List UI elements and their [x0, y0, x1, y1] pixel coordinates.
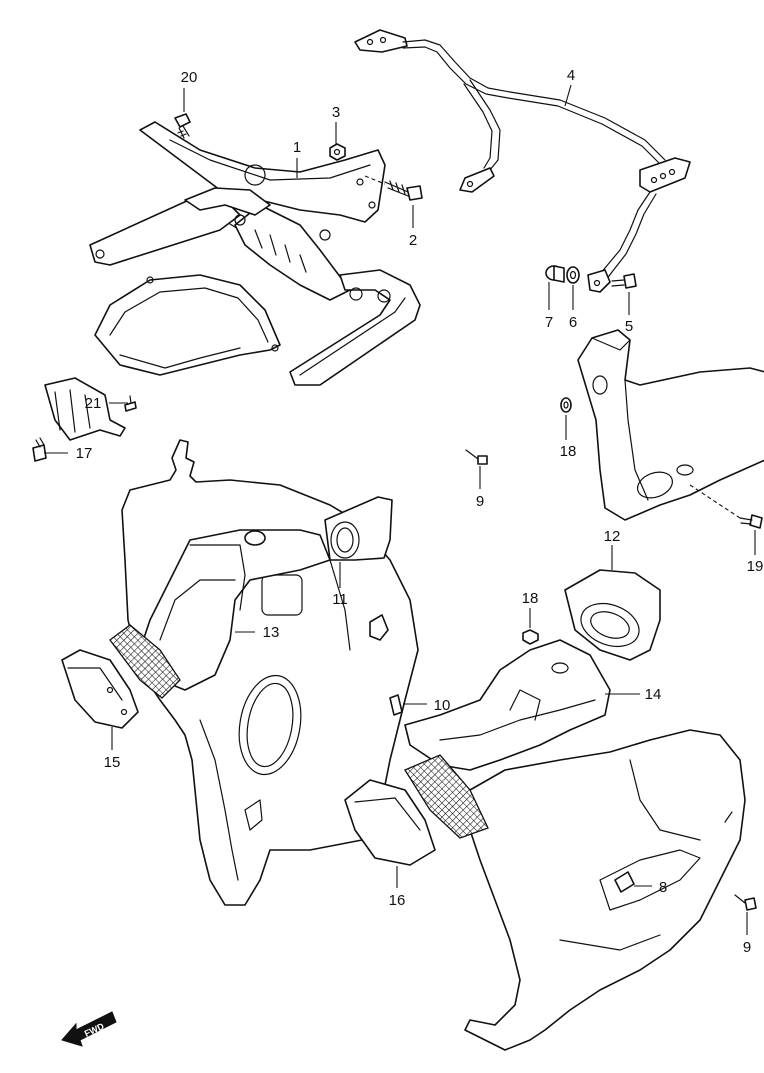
- callout-21: 21: [85, 395, 102, 412]
- collar-part-7: [545, 265, 565, 283]
- callout-9-lower: 9: [743, 939, 751, 956]
- bolt-part-17: [32, 437, 47, 462]
- intake-boot-part-11: [324, 496, 393, 561]
- bracket-part-1: [89, 121, 421, 386]
- bolt-part-20: [174, 113, 191, 139]
- bracket-cover-panel: [94, 274, 281, 376]
- callout-14: 14: [645, 686, 662, 703]
- callout-13: 13: [263, 624, 280, 641]
- callout-2: 2: [409, 232, 417, 249]
- callout-16: 16: [389, 892, 406, 909]
- callout-20: 20: [181, 69, 198, 86]
- callout-15: 15: [104, 754, 121, 771]
- duct-cover-part-16: [344, 779, 436, 866]
- callout-7: 7: [545, 314, 553, 331]
- upper-right-panel: [577, 329, 764, 521]
- callout-11: 11: [332, 591, 348, 608]
- callout-1: 1: [293, 139, 301, 156]
- duct-cover-part-15: [61, 649, 139, 729]
- grommet-part-18-lower: [522, 629, 539, 645]
- callout-9-upper: 9: [476, 493, 484, 510]
- callout-19: 19: [747, 558, 764, 575]
- callout-labels: 1 2 3 4 5 6 7 8 9 9 10 11 12 13 14 15 16…: [76, 67, 764, 956]
- nut-part-3: [329, 143, 346, 161]
- callout-18-upper: 18: [560, 443, 577, 460]
- mesh-grille-part-14: [404, 754, 489, 839]
- callout-6: 6: [569, 314, 577, 331]
- fwd-arrow-icon: FWD: [61, 1011, 117, 1047]
- intake-boot-part-12: [564, 569, 661, 661]
- bolt-part-2: [364, 175, 423, 201]
- callout-8: 8: [659, 879, 667, 896]
- stay-rod-part-4: [354, 29, 691, 293]
- callout-18-lower: 18: [522, 590, 539, 607]
- clip-part-8: [614, 871, 635, 893]
- grommet-part-18-upper: [560, 397, 572, 413]
- clip-part-9-lower: [734, 894, 757, 911]
- washer-part-6: [566, 266, 580, 284]
- bolt-part-5: [611, 273, 637, 289]
- callout-10: 10: [434, 697, 451, 714]
- rivet-part-21: [124, 395, 137, 412]
- callout-5: 5: [625, 318, 633, 335]
- right-lower-panel: [464, 729, 746, 1051]
- callout-3: 3: [332, 104, 340, 121]
- callout-17: 17: [76, 445, 93, 462]
- clip-part-9-upper: [465, 449, 488, 465]
- leader-lines: [44, 84, 756, 935]
- callout-4: 4: [567, 67, 575, 84]
- callout-12: 12: [604, 528, 621, 545]
- screw-part-19: [689, 484, 763, 529]
- air-duct-part-14: [404, 639, 611, 771]
- clip-part-10: [389, 694, 403, 716]
- side-bracket: [44, 377, 126, 441]
- mesh-grille-part-13: [109, 624, 181, 699]
